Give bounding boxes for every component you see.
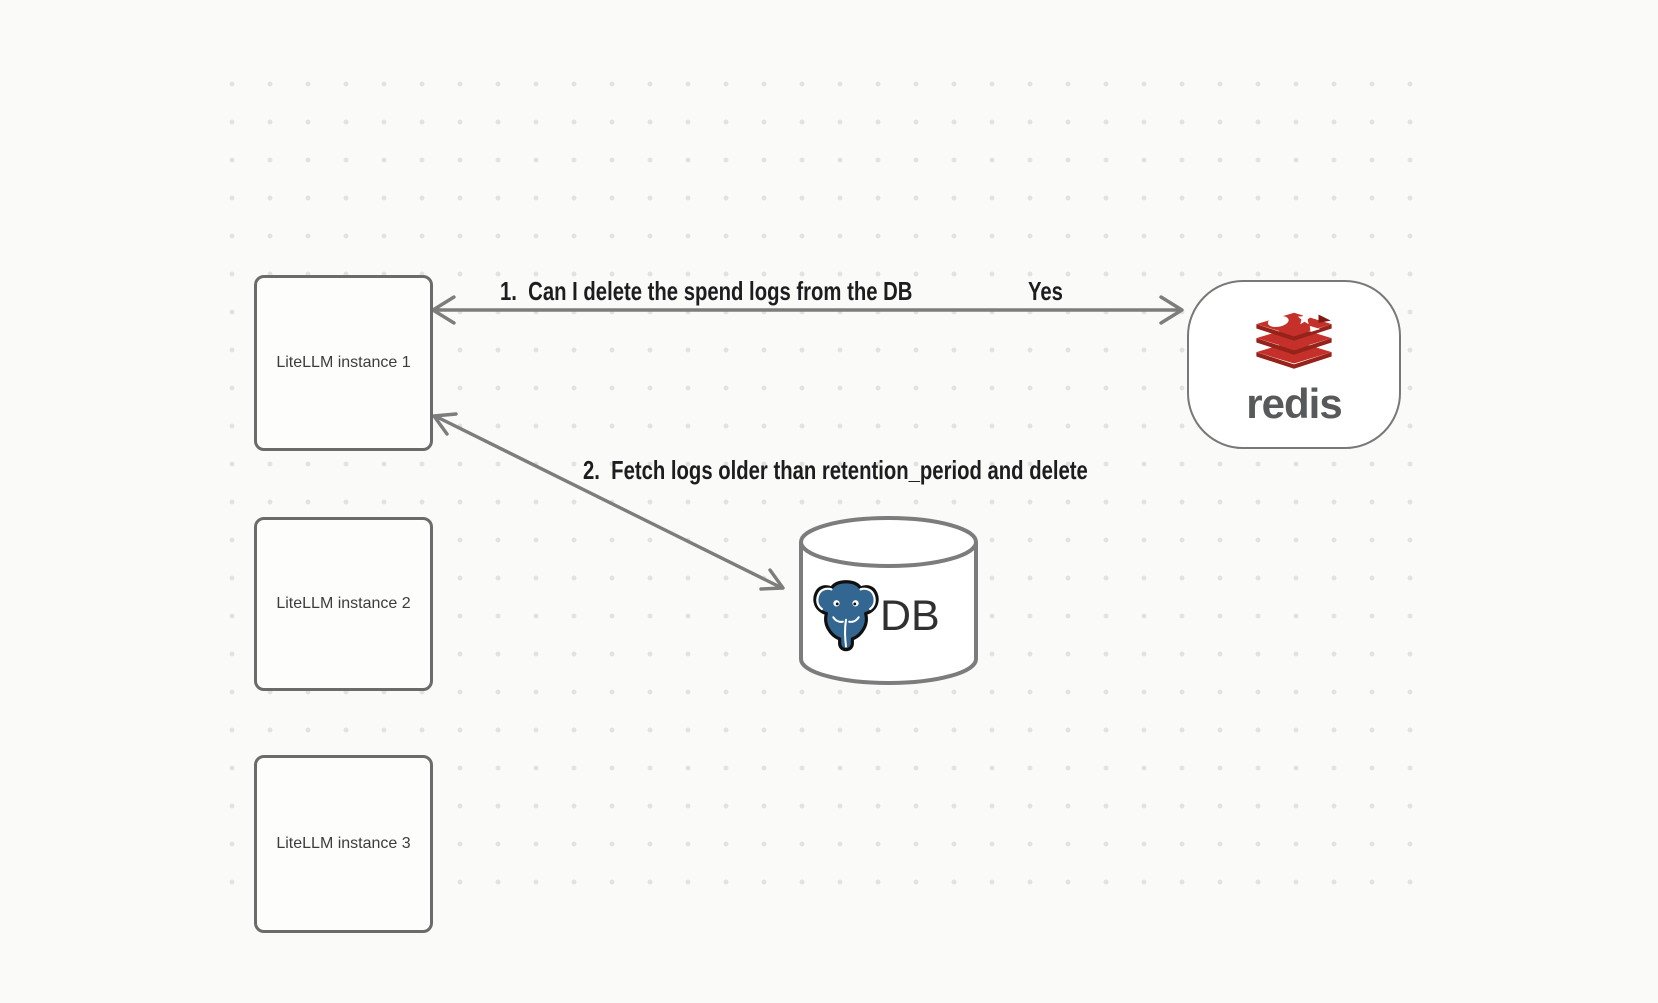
- edge1-label: 1. Can I delete the spend logs from the …: [500, 276, 913, 306]
- node-litellm-instance-1[interactable]: LiteLLM instance 1: [254, 275, 433, 451]
- edge1-reply-label: Yes: [1028, 276, 1063, 306]
- node-litellm-instance-2[interactable]: LiteLLM instance 2: [254, 517, 433, 691]
- arrow-instance1-db[interactable]: [432, 412, 785, 591]
- db-label: DB: [880, 592, 940, 640]
- node-label: LiteLLM instance 1: [276, 354, 411, 371]
- redis-cushion-stack-logo-icon: [1256, 311, 1332, 369]
- arrowhead-lower-icon: [759, 568, 785, 591]
- arrowhead-upper-icon: [432, 412, 458, 436]
- node-litellm-instance-3[interactable]: LiteLLM instance 3: [254, 755, 433, 933]
- node-db[interactable]: DB: [797, 515, 980, 687]
- node-label: LiteLLM instance 2: [276, 595, 411, 612]
- node-redis[interactable]: redis: [1187, 280, 1401, 449]
- arrow-instance1-redis[interactable]: [431, 295, 1184, 325]
- node-label: LiteLLM instance 3: [276, 835, 411, 852]
- postgresql-elephant-icon: [813, 580, 879, 652]
- redis-wordmark: redis: [1246, 379, 1342, 427]
- edge2-label: 2. Fetch logs older than retention_perio…: [583, 455, 1088, 485]
- arrowhead-left-icon: [431, 295, 456, 325]
- arrowhead-right-icon: [1159, 295, 1184, 325]
